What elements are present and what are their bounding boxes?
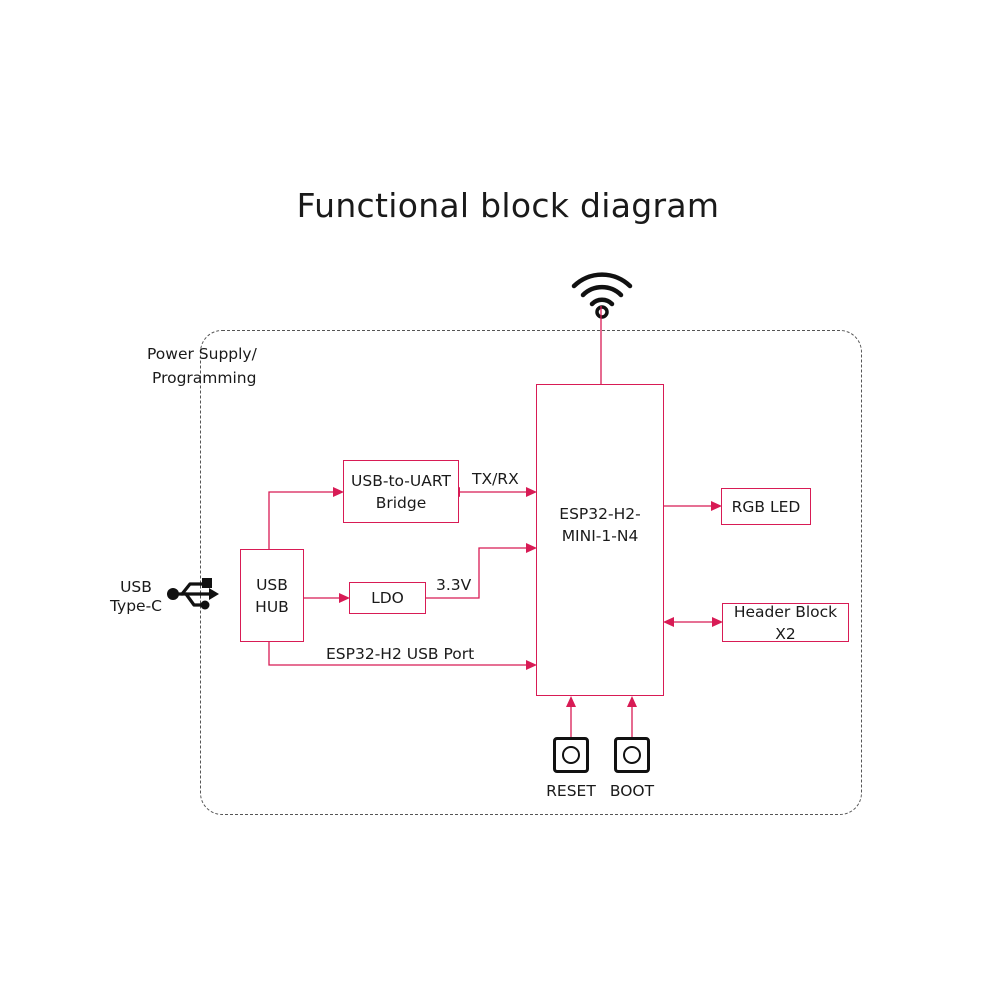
tx-rx-label: TX/RX	[472, 470, 519, 488]
reset-label: RESET	[546, 782, 596, 800]
esp32-h2-mini-block: ESP32-H2-MINI-1-N4	[536, 384, 664, 696]
group-label-line1: Power Supply/	[147, 345, 257, 363]
group-label-line2: Programming	[152, 369, 257, 387]
rgb-led-block: RGB LED	[721, 488, 811, 525]
ldo-block: LDO	[349, 582, 426, 614]
voltage-label: 3.3V	[436, 576, 472, 594]
boot-button	[614, 737, 650, 773]
usb-type-c-label: USB Type-C	[109, 578, 163, 615]
header-block: Header Block X2	[722, 603, 849, 643]
power-supply-frame	[200, 330, 862, 815]
boot-label: BOOT	[609, 782, 655, 800]
page-title: Functional block diagram	[296, 186, 720, 225]
reset-button	[553, 737, 589, 773]
wifi-icon	[571, 272, 633, 319]
usb-icon	[167, 578, 219, 610]
usb-port-label: ESP32-H2 USB Port	[326, 645, 475, 663]
